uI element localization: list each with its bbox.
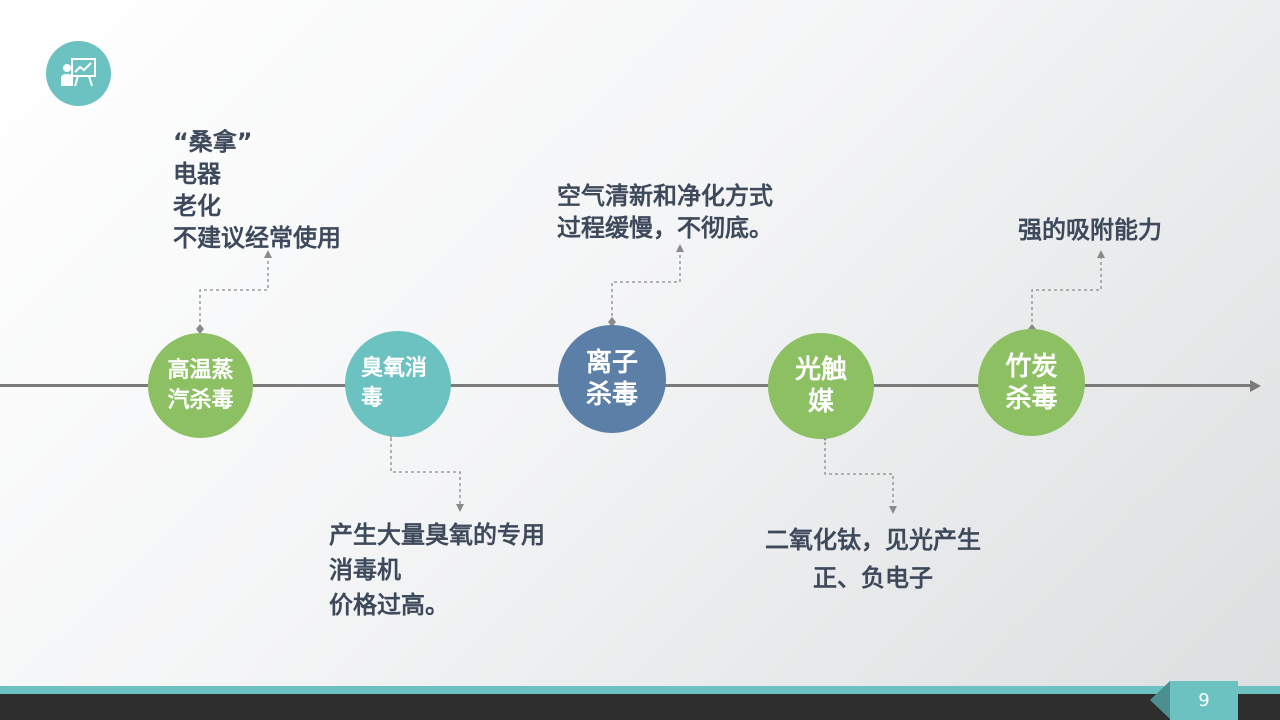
node-ozone: 臭氧消 毒 (345, 331, 451, 437)
connector-diamond (608, 317, 616, 327)
timeline-arrowhead (1250, 380, 1261, 392)
note-steam: “桑拿” 电器 老化 不建议经常使用 (173, 128, 341, 252)
node-bamboo-charcoal: 竹炭 杀毒 (978, 329, 1085, 436)
connector-diamond (196, 324, 204, 334)
note-ozone: 产生大量臭氧的专用 消毒机 价格过高。 (329, 521, 545, 619)
footer-accent-bar (0, 686, 1280, 694)
connector-steam (199, 256, 269, 328)
connector-arrow (676, 244, 684, 252)
connector-arrow (1097, 250, 1105, 258)
node-photocatalyst: 光触 媒 (768, 333, 874, 439)
note-ion: 空气清新和净化方式 过程缓慢，不彻底。 (557, 182, 773, 242)
connector-photocatalyst (824, 436, 894, 508)
footer-tab-notch (1150, 681, 1170, 719)
connector-arrow (889, 506, 897, 514)
page-number: 9 (1170, 681, 1238, 720)
connector-ion (611, 250, 681, 322)
node-ion: 离子 杀毒 (558, 325, 666, 433)
connector-arrow (264, 250, 272, 258)
connector-bamboo (1031, 256, 1102, 328)
connector-ozone (390, 432, 461, 506)
node-high-temp-steam: 高温蒸 汽杀毒 (148, 333, 253, 438)
footer-dark-band (0, 694, 1280, 720)
note-photocatalyst: 二氧化钛，见光产生 正、负电子 (765, 526, 981, 592)
note-bamboo: 强的吸附能力 (1018, 216, 1162, 244)
presentation-chart-icon (46, 41, 111, 106)
connector-arrow (456, 504, 464, 512)
